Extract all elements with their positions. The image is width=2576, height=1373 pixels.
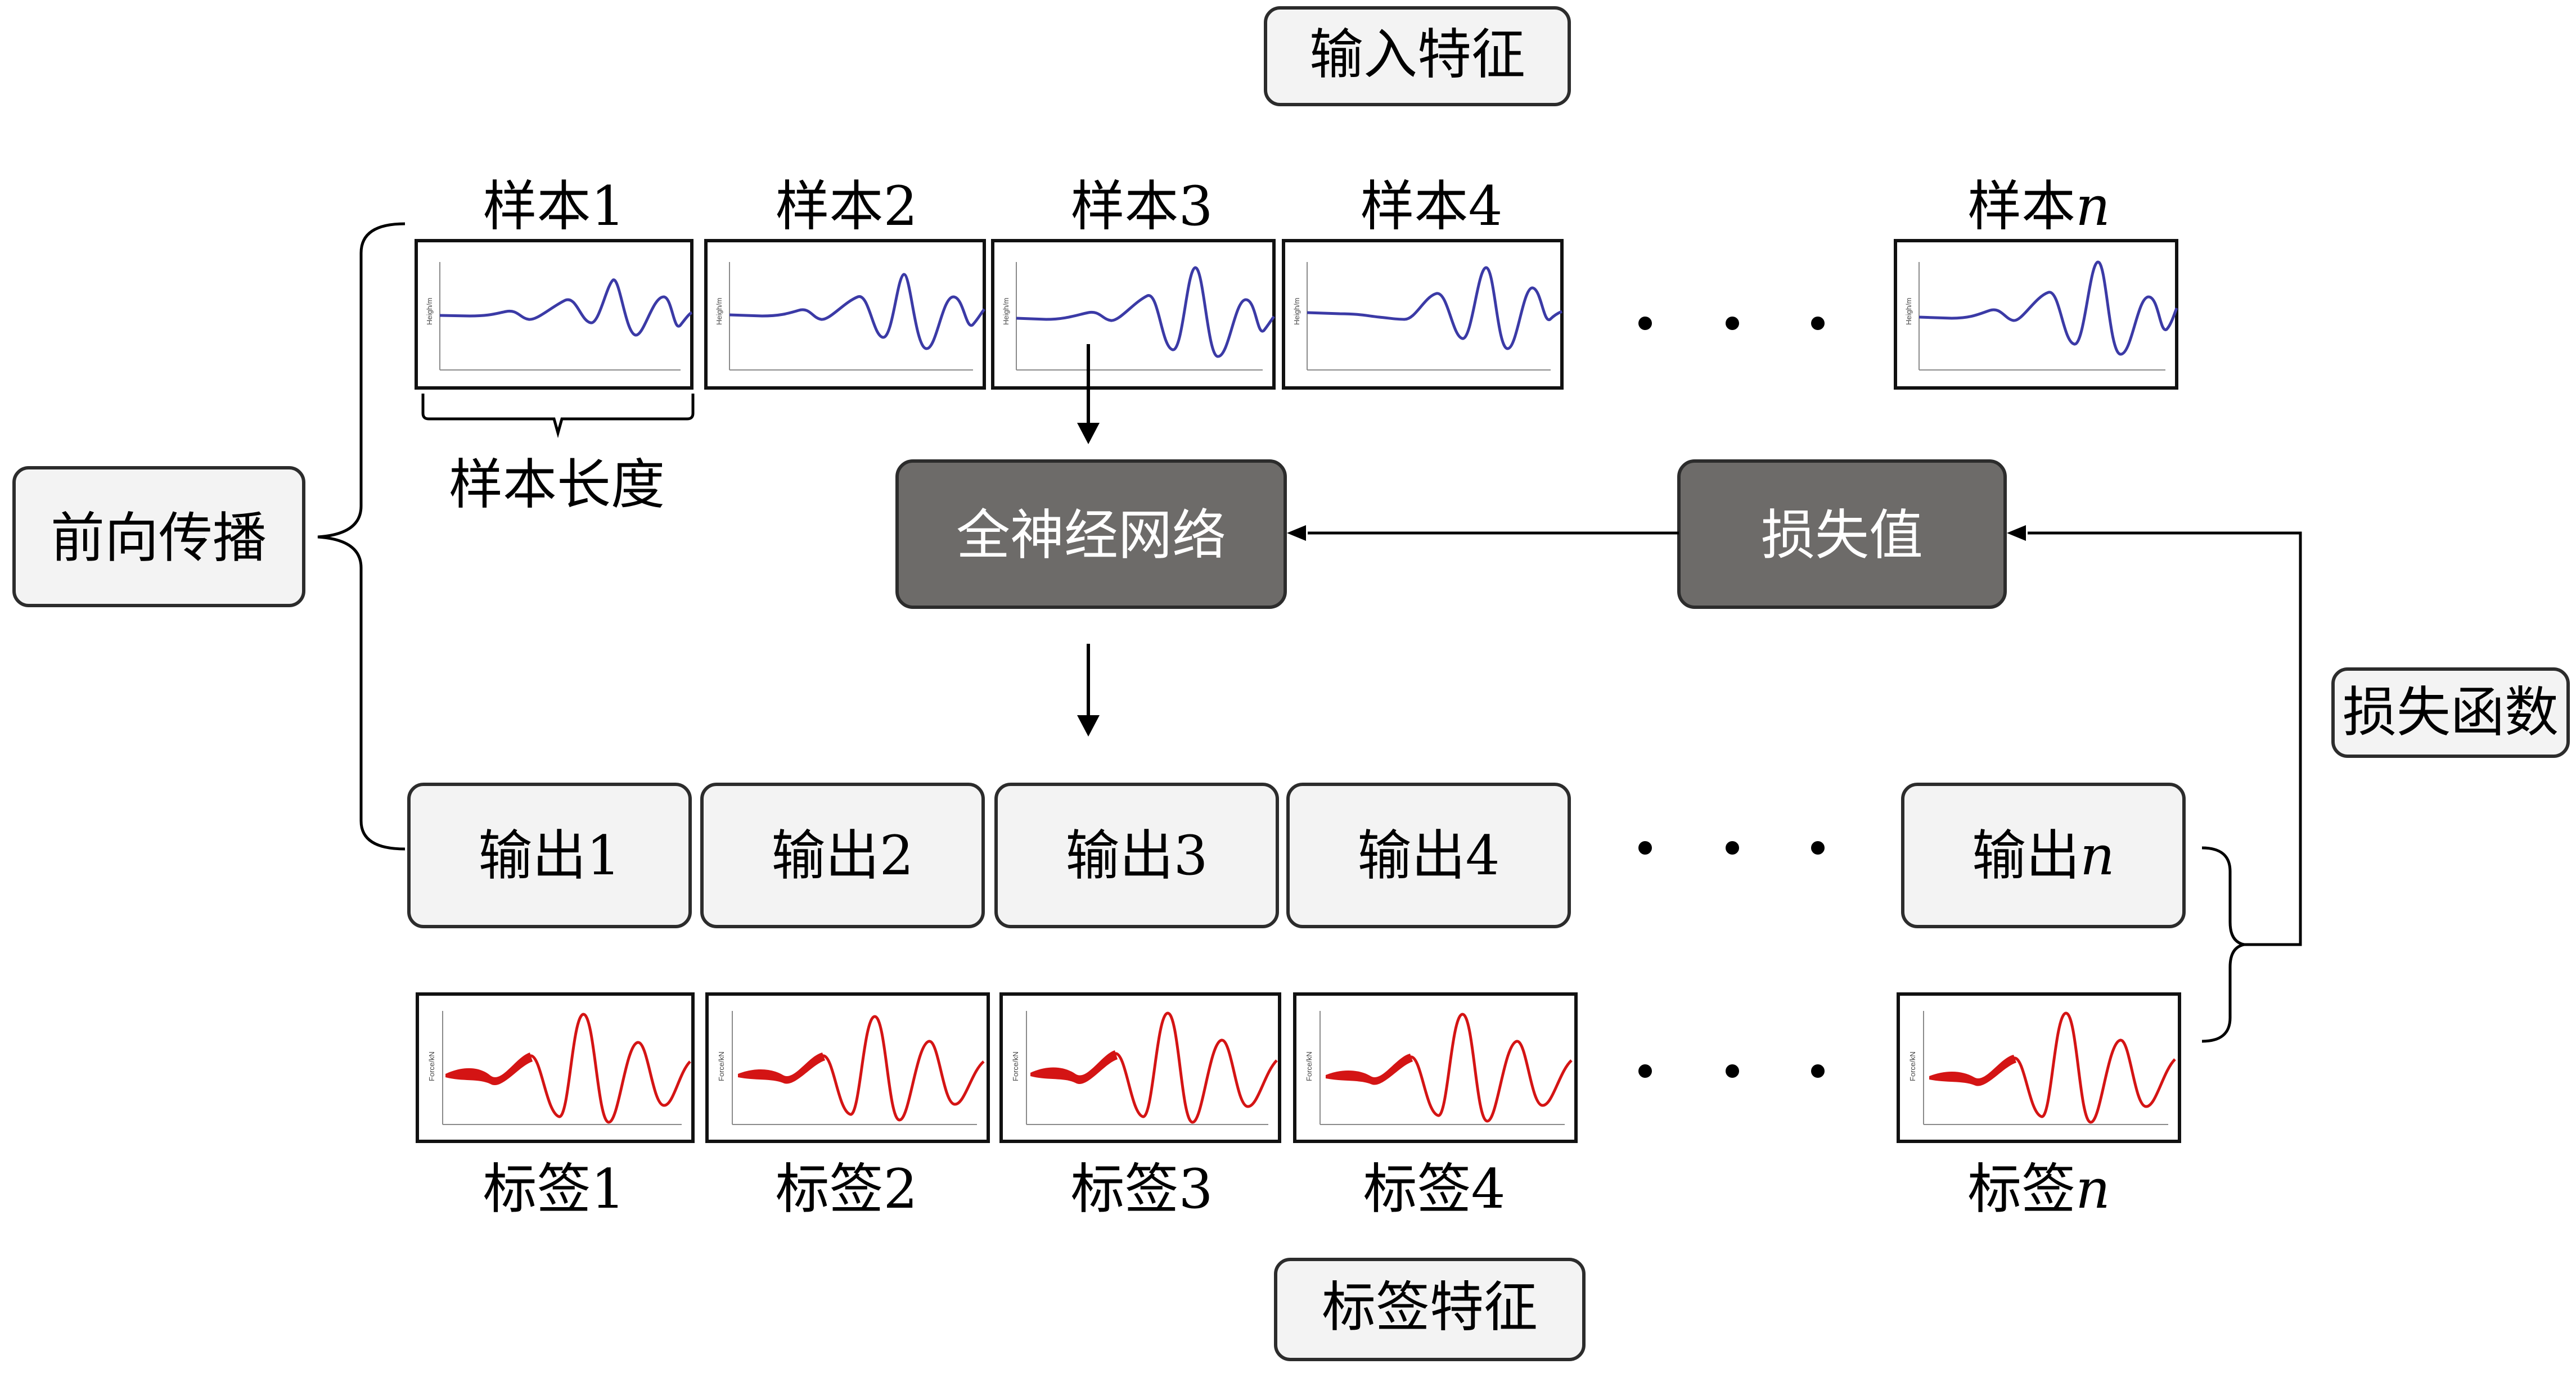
ellipsis-dot-output-2 — [1726, 841, 1739, 855]
ellipsis-dot-label-3 — [1811, 1064, 1825, 1078]
label-feature-box — [1274, 1258, 1586, 1361]
output-label-1: 输出1 — [478, 824, 620, 887]
ellipsis-dot-label-2 — [1726, 1064, 1739, 1078]
svg-text:Heigh/m: Heigh/m — [425, 298, 434, 325]
forward-brace — [317, 222, 406, 851]
output-box-4: 输出4 — [1286, 783, 1571, 928]
label-plot-4: Force/kN — [1293, 992, 1578, 1143]
label-plot-2: Force/kN — [705, 992, 990, 1143]
input-feature-label: 输入特征 — [1309, 23, 1525, 86]
label-title-1: 标签1 — [483, 1158, 625, 1221]
loss-value-label: 损失值 — [1761, 504, 1923, 567]
sample-title-n: 样本n — [1967, 175, 2110, 238]
label-title-2: 标签2 — [775, 1158, 917, 1221]
svg-text:Force/kN: Force/kN — [717, 1051, 726, 1081]
arrow-head-loss-to-network — [1287, 525, 1306, 541]
svg-text:Heigh/m: Heigh/m — [1002, 298, 1010, 325]
feedback-line — [2028, 531, 2302, 946]
label-title-n: 标签n — [1967, 1158, 2110, 1221]
svg-text:Heigh/m: Heigh/m — [715, 298, 723, 325]
svg-text:Force/kN: Force/kN — [1011, 1051, 1020, 1081]
sample-plot-1: Heigh/m — [415, 239, 693, 390]
ellipsis-dot-output-1 — [1638, 841, 1652, 855]
output-label-n: 输出n — [1972, 824, 2115, 887]
ellipsis-dot-output-3 — [1811, 841, 1825, 855]
ellipsis-dot-sample-2 — [1726, 317, 1739, 330]
sample-length-brace — [421, 394, 695, 439]
loss-brace — [2201, 846, 2245, 1043]
loss-function-box — [2331, 667, 2570, 758]
label-feature-label: 标签特征 — [1322, 1276, 1538, 1339]
output-box-1: 输出1 — [407, 783, 692, 928]
sample-title-4: 样本4 — [1360, 175, 1502, 238]
forward-propagation-label: 前向传播 — [51, 507, 267, 570]
label-plot-1: Force/kN — [416, 992, 695, 1143]
sample-title-2: 样本2 — [775, 175, 917, 238]
neural-network-box — [895, 459, 1287, 609]
sample-length-label: 样本长度 — [449, 453, 665, 516]
output-label-4: 输出4 — [1357, 824, 1499, 887]
loss-function-label: 损失函数 — [2343, 681, 2559, 744]
svg-text:Force/kN: Force/kN — [1908, 1051, 1917, 1081]
sample-title-1: 样本1 — [483, 175, 625, 238]
ellipsis-dot-sample-1 — [1638, 317, 1652, 330]
neural-network-label: 全神经网络 — [956, 504, 1226, 567]
sample-plot-2: Heigh/m — [704, 239, 986, 390]
forward-propagation-box — [12, 466, 305, 607]
arrow-head-network-to-output — [1077, 715, 1100, 737]
label-title-3: 标签3 — [1070, 1158, 1213, 1221]
label-plot-3: Force/kN — [999, 992, 1281, 1143]
input-feature-box — [1264, 6, 1571, 106]
output-box-n: 输出n — [1901, 783, 2186, 928]
label-plot-n: Force/kN — [1897, 992, 2181, 1143]
output-box-2: 输出2 — [700, 783, 985, 928]
sample-plot-n: Heigh/m — [1894, 239, 2178, 390]
output-label-3: 输出3 — [1065, 824, 1208, 887]
output-box-3: 输出3 — [994, 783, 1279, 928]
ellipsis-dot-sample-3 — [1811, 317, 1825, 330]
svg-text:Heigh/m: Heigh/m — [1904, 298, 1913, 325]
svg-text:Heigh/m: Heigh/m — [1292, 298, 1301, 325]
svg-text:Force/kN: Force/kN — [427, 1051, 436, 1081]
sample-title-3: 样本3 — [1070, 175, 1213, 238]
sample-plot-4: Heigh/m — [1282, 239, 1564, 390]
output-label-2: 输出2 — [771, 824, 913, 887]
sample-plot-3: Heigh/m — [991, 239, 1276, 390]
arrow-head-sample-to-network — [1077, 423, 1100, 444]
ellipsis-dot-label-1 — [1638, 1064, 1652, 1078]
arrow-head-feedback — [2007, 525, 2026, 541]
label-title-4: 标签4 — [1363, 1158, 1505, 1221]
svg-text:Force/kN: Force/kN — [1305, 1051, 1313, 1081]
